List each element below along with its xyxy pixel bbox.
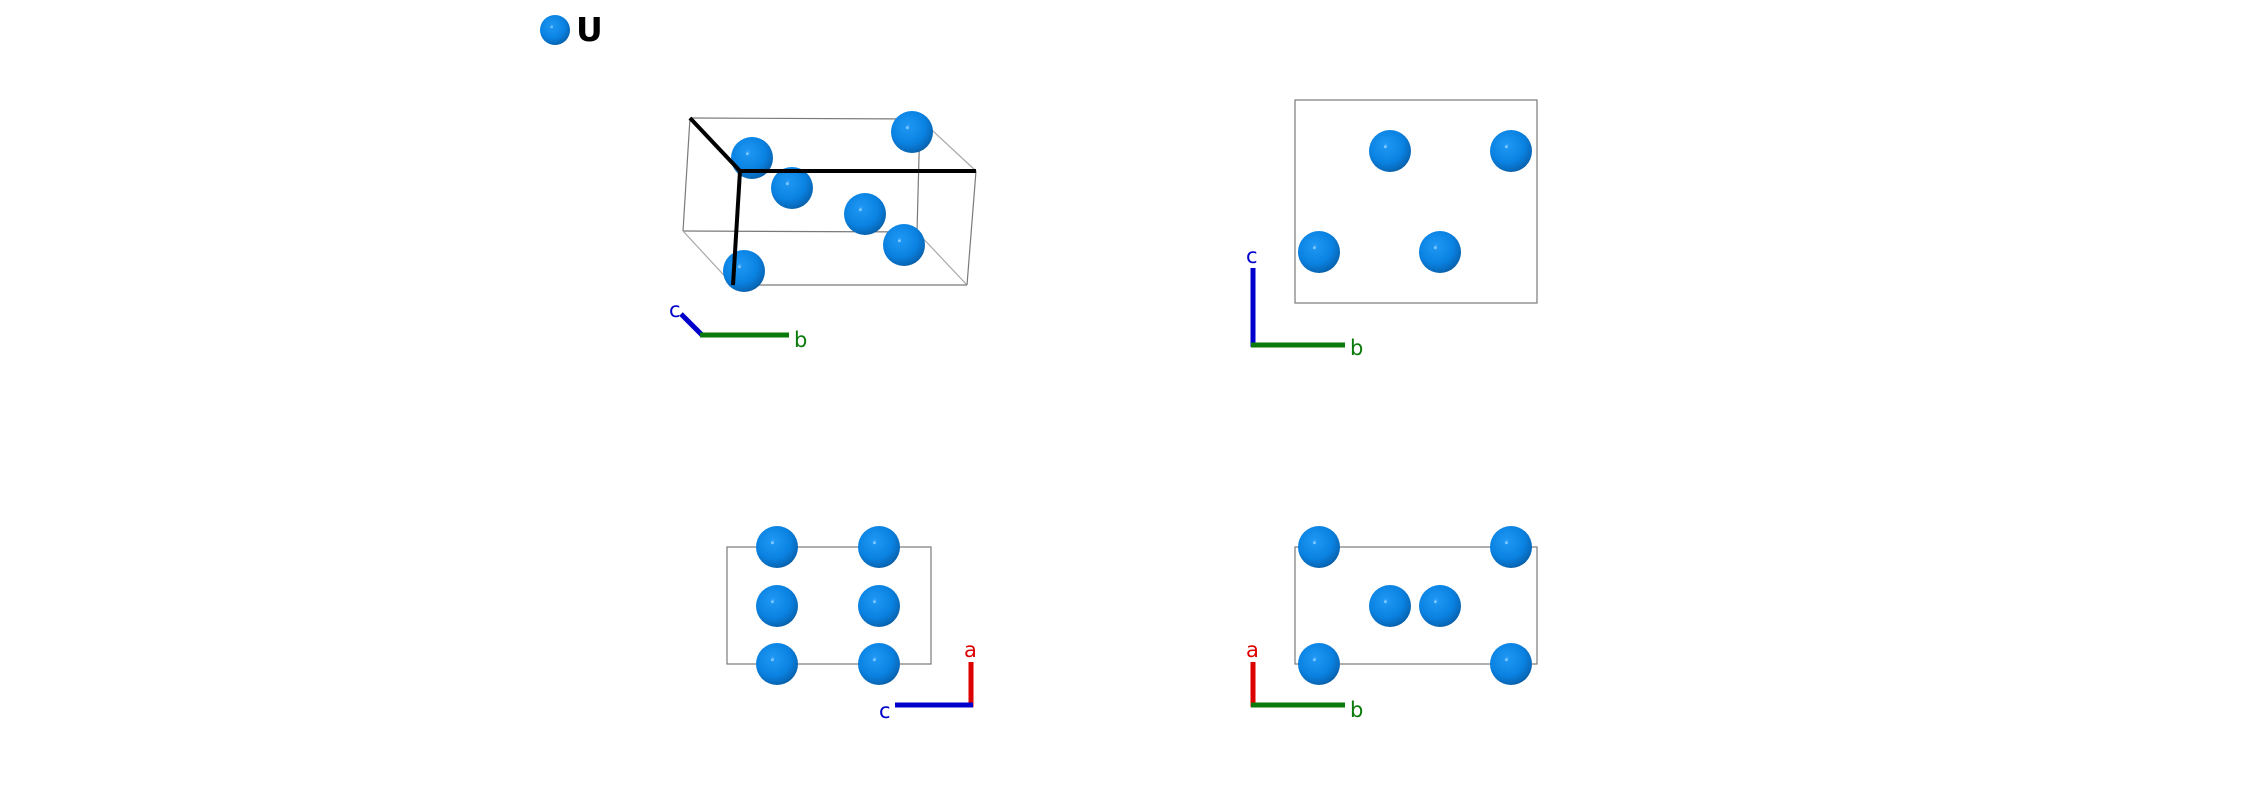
panel-along-c: a b	[1246, 526, 1538, 722]
atom-sphere	[771, 167, 813, 209]
atom-sphere	[1369, 585, 1411, 627]
unit-cell	[1294, 546, 1538, 665]
atom-sphere	[883, 224, 925, 266]
atom-sphere	[1369, 130, 1411, 172]
axis-a-label: a	[1246, 638, 1259, 662]
orientation-axes: a c	[879, 638, 977, 723]
axis-a-label: a	[964, 638, 977, 662]
axis-b-label: b	[1350, 698, 1363, 722]
panel-along-b: a c	[726, 526, 977, 723]
atom-sphere	[858, 585, 900, 627]
unit-cell-front-axes	[688, 116, 976, 286]
axis-b-label: b	[1350, 336, 1363, 360]
cell-edge	[966, 170, 977, 286]
unit-cell	[1294, 99, 1538, 304]
cell-vector-a	[688, 116, 742, 173]
unit-cell	[726, 546, 932, 665]
atom-sphere	[858, 526, 900, 568]
atom-sphere	[756, 526, 798, 568]
atoms	[1298, 526, 1532, 685]
cell-edge	[682, 230, 918, 233]
atom-sphere	[1490, 643, 1532, 685]
atom-sphere	[1419, 231, 1461, 273]
atom-sphere	[1298, 643, 1340, 685]
axis-b-label: b	[794, 328, 807, 352]
atom-sphere	[723, 250, 765, 292]
atom-sphere	[540, 15, 570, 45]
orientation-axes: a b	[1246, 638, 1363, 722]
atom-sphere	[756, 643, 798, 685]
atom-sphere	[756, 585, 798, 627]
legend: U	[540, 10, 603, 49]
legend-element-label: U	[576, 10, 603, 49]
atom-sphere	[1298, 526, 1340, 568]
atoms	[1298, 130, 1532, 273]
axis-c-line	[679, 312, 704, 337]
orientation-axes: c b	[669, 298, 807, 352]
cell-edge	[916, 231, 968, 286]
unit-cell-back	[682, 117, 977, 286]
atom-sphere	[1298, 231, 1340, 273]
atoms	[723, 111, 933, 292]
axis-c-label: c	[1246, 244, 1258, 268]
axis-c-label: c	[669, 298, 681, 322]
atom-sphere	[858, 643, 900, 685]
panel-along-a: c b	[1246, 99, 1538, 360]
atom-sphere	[1490, 130, 1532, 172]
atom-sphere	[1490, 526, 1532, 568]
cell-vector-c	[731, 170, 742, 286]
panel-perspective: c b	[669, 111, 977, 352]
atom-sphere	[844, 193, 886, 235]
atom-sphere	[1419, 585, 1461, 627]
axis-c-label: c	[879, 699, 891, 723]
cell-edge	[689, 117, 921, 120]
atom-sphere	[731, 137, 773, 179]
legend-atom-icon	[540, 15, 570, 45]
atom-sphere	[891, 111, 933, 153]
cell-edge	[682, 117, 691, 232]
atoms	[756, 526, 900, 685]
orientation-axes: c b	[1246, 244, 1363, 360]
